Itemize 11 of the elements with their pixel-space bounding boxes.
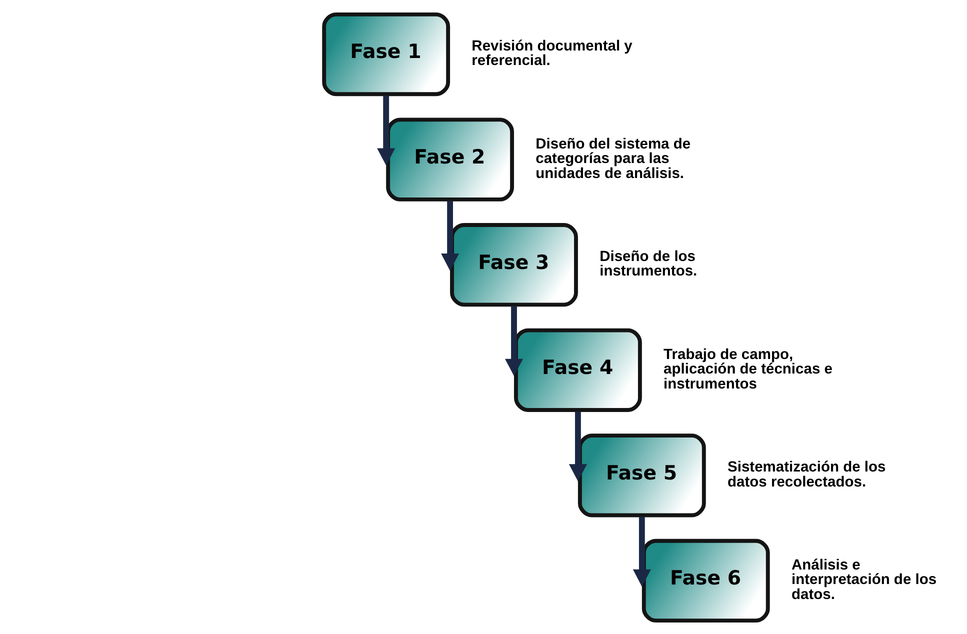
node-label: Diseño del sistema de categorías para las unidades de análisis. bbox=[536, 136, 691, 182]
arrow bbox=[504, 306, 524, 376]
node-label: Sistematización de los datos recolectados. bbox=[728, 459, 886, 490]
node-label: Diseño de los instrumentos. bbox=[600, 248, 698, 280]
node-label: Revisión documental y referencial. bbox=[472, 38, 632, 70]
arrow bbox=[377, 96, 396, 166]
arrow bbox=[632, 516, 651, 587]
arrow bbox=[441, 200, 460, 271]
node-label: Análisis e interpretación de los datos. bbox=[791, 557, 937, 603]
node-label: Trabajo de campo, aplicación de técnicas e instrumentos bbox=[664, 346, 832, 392]
arrow bbox=[568, 411, 587, 482]
